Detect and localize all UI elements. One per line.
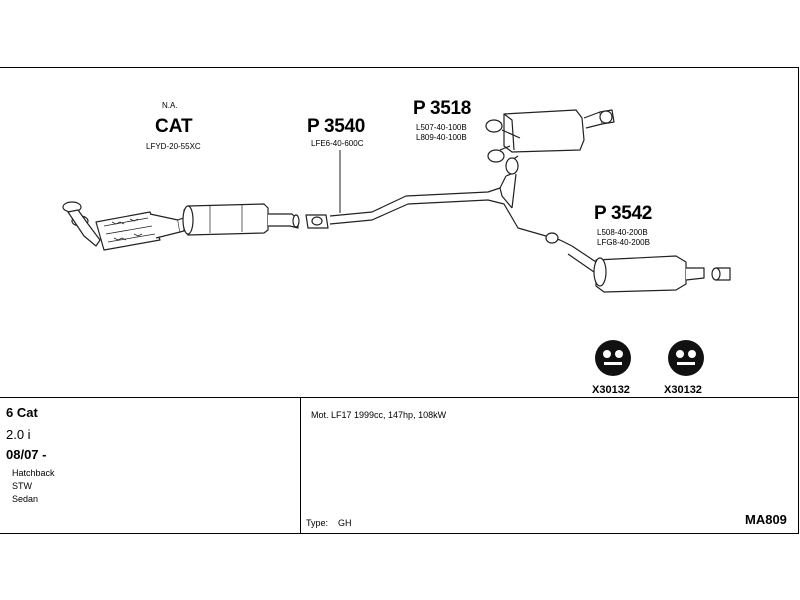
engine-label: 6 Cat (6, 405, 38, 420)
gasket (305, 214, 329, 229)
part-number: P 3518 (413, 98, 472, 119)
type-value: GH (338, 518, 352, 528)
rubber-hanger (668, 340, 704, 376)
rubber-hanger (595, 340, 631, 376)
part-code: LFE6-40-600C (311, 139, 364, 148)
motor-note: Mot. LF17 1999cc, 147hp, 108kW (311, 410, 447, 420)
part-number: P 3542 (594, 203, 653, 224)
displacement-label: 2.0 i (6, 427, 31, 442)
part-code: LFG8-40-200B (597, 238, 650, 247)
cat-title: CAT (155, 116, 193, 137)
cat-na-label: N.A. (162, 101, 178, 110)
catalog-code: MA809 (745, 512, 787, 527)
clamp-code: X30132 (592, 384, 630, 396)
rear-muffler (567, 245, 705, 293)
part-number: P 3540 (307, 116, 366, 137)
part-code: L507-40-100B (416, 123, 467, 132)
tailpipe-lower (711, 267, 731, 281)
body-type: Sedan (12, 494, 39, 504)
part-code: L508-40-200B (597, 228, 648, 237)
tailpipe-upper (599, 109, 615, 125)
type-label: Type: (306, 518, 329, 528)
part-code: L809-40-100B (416, 133, 467, 142)
clamp-code: X30132 (664, 384, 702, 396)
catalytic-converter (62, 201, 181, 251)
date-label: 08/07 - (6, 447, 47, 462)
info-divider (0, 397, 799, 398)
body-type: Hatchback (12, 468, 55, 478)
middle-pipe (329, 155, 573, 247)
front-resonator (182, 203, 300, 236)
body-type: STW (12, 481, 32, 491)
info-column-divider (300, 397, 301, 534)
cat-code: LFYD-20-55XC (146, 142, 201, 151)
diagram-frame (0, 67, 799, 534)
rear-muffler (485, 109, 603, 163)
